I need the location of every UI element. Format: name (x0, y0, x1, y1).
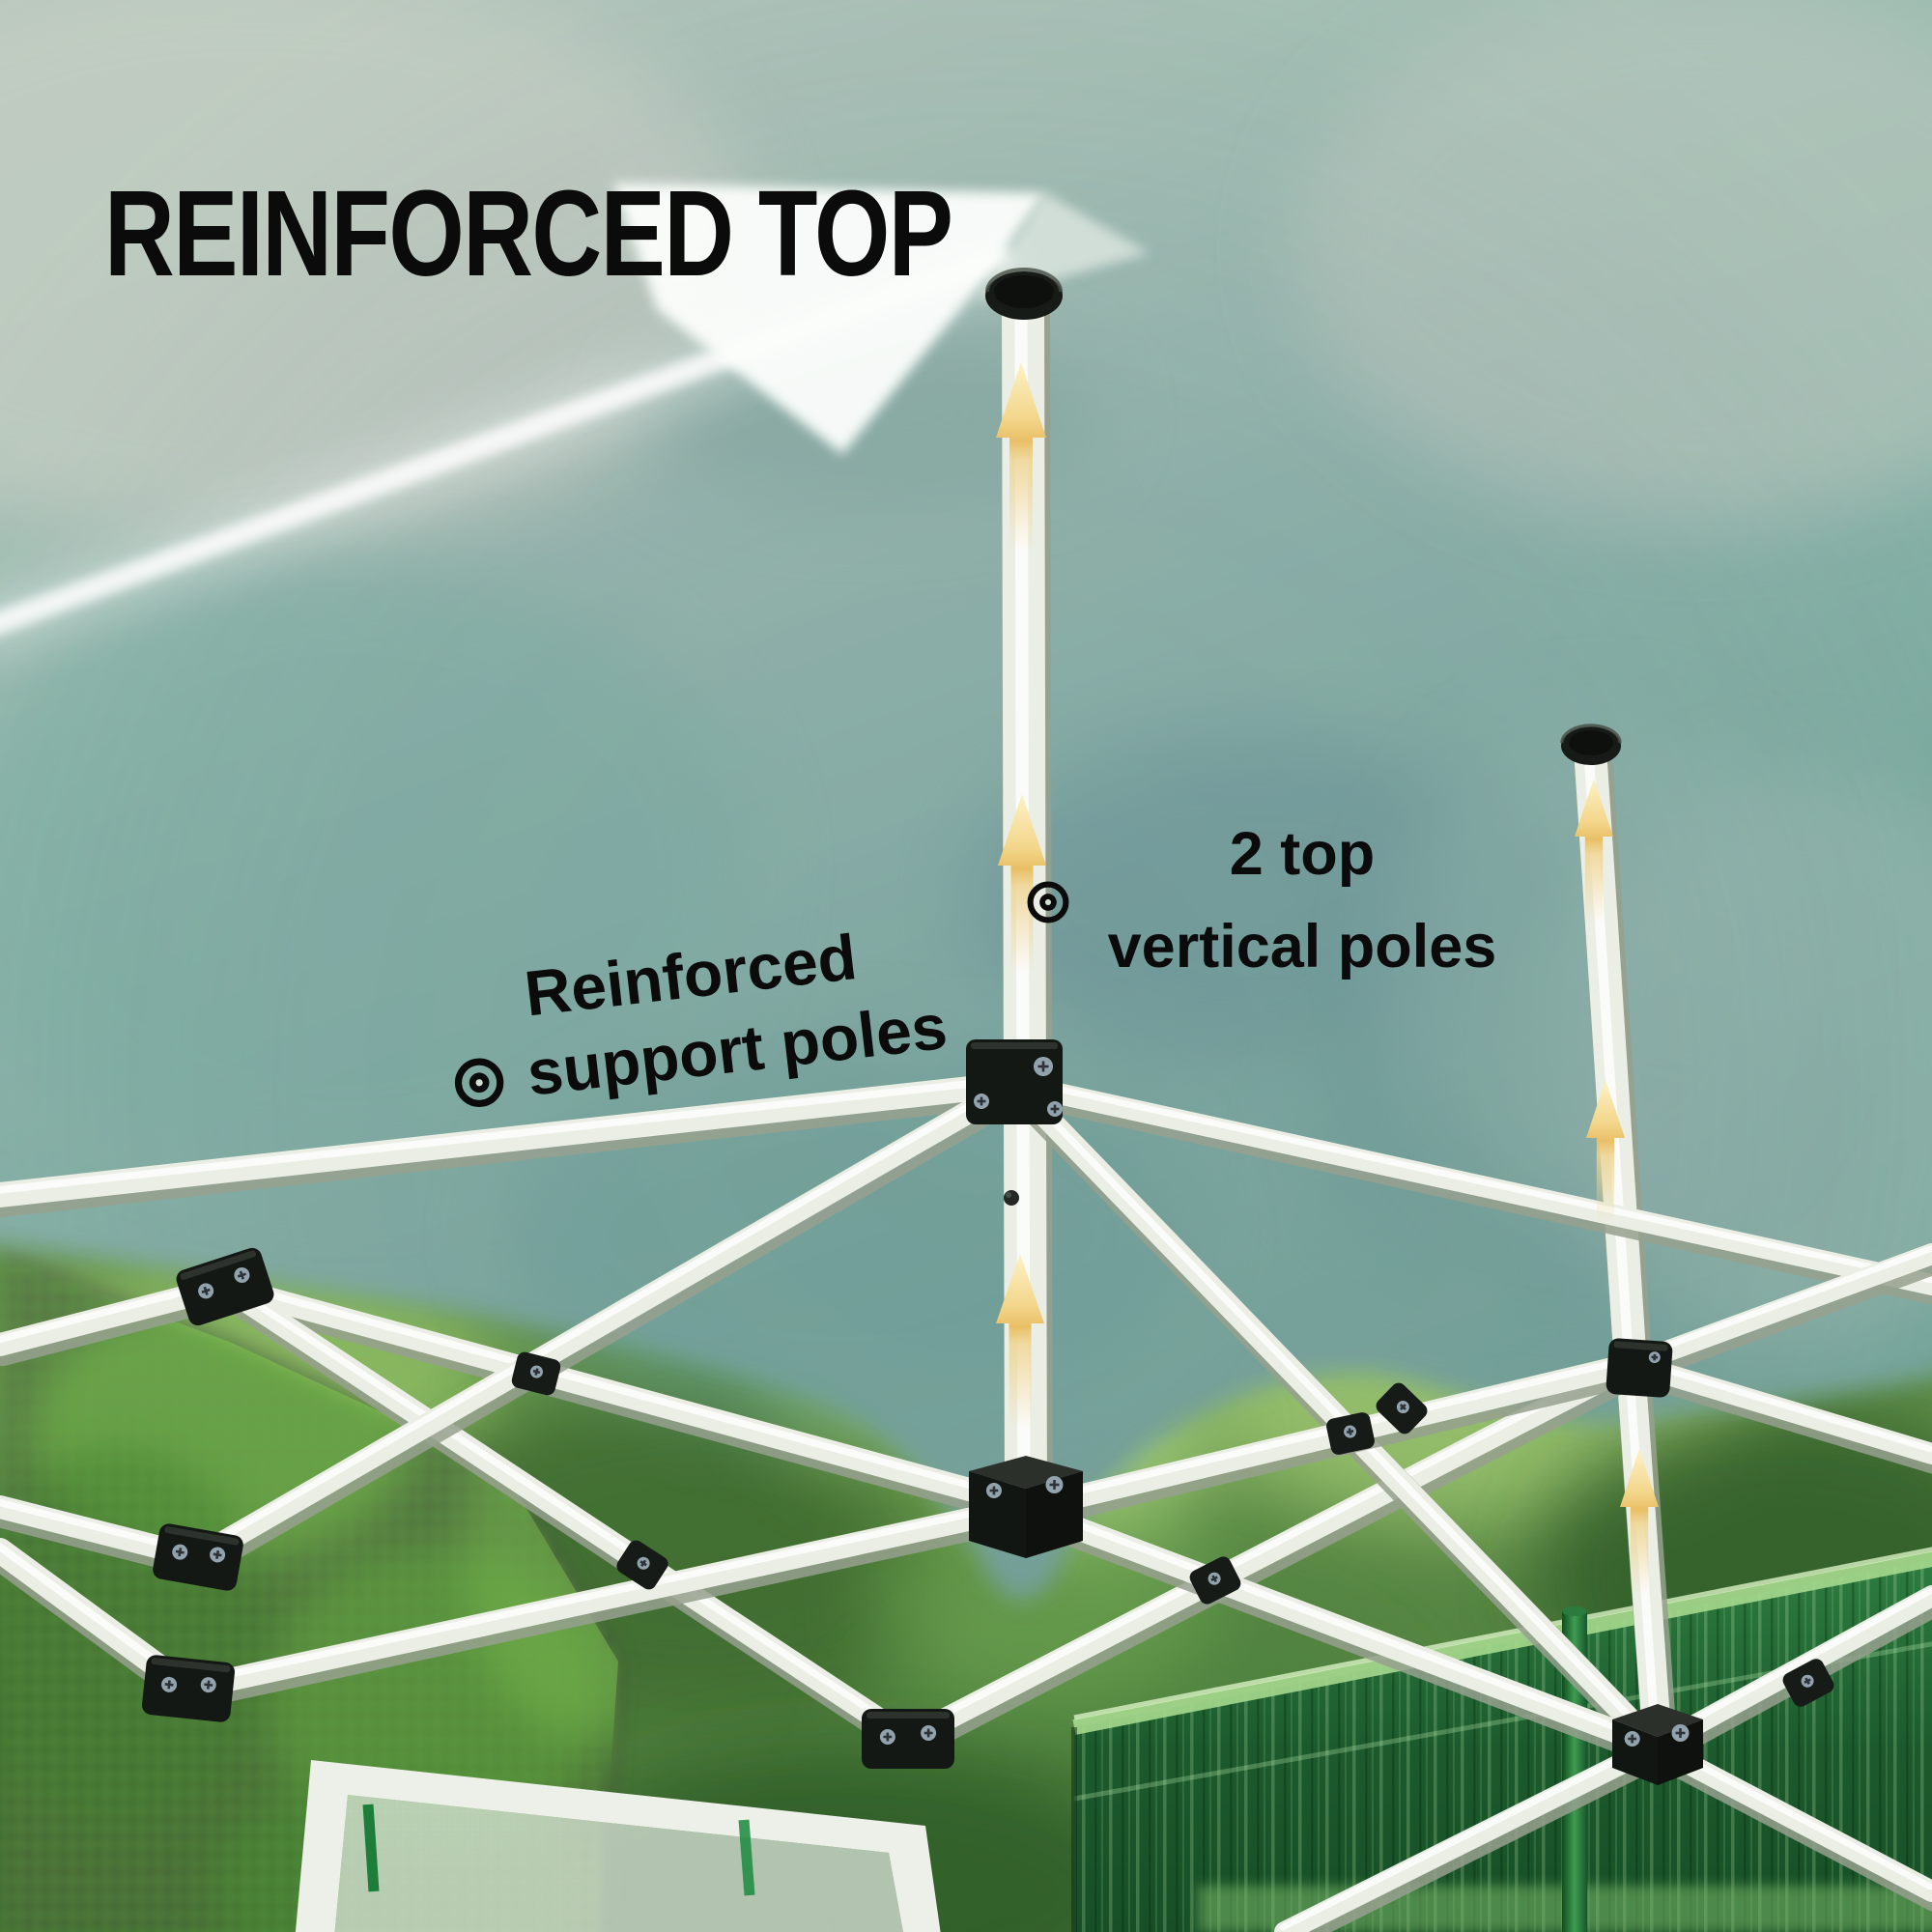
canopy-peak-highlight (613, 184, 1045, 454)
page-title: REINFORCED TOP (104, 165, 953, 301)
frame-hub (969, 1456, 1083, 1558)
frame-connector (176, 1247, 274, 1326)
frame-clamp (1376, 1382, 1428, 1435)
pole-caps (985, 268, 1622, 765)
frame-connector (153, 1523, 243, 1591)
up-arrow-icon (998, 794, 1046, 973)
frame-clamp (1189, 1556, 1241, 1605)
frame-hub (1612, 1704, 1703, 1785)
annotation-support-poles: Reinforced support poles (379, 900, 1011, 1135)
bullseye-icon (449, 1044, 510, 1129)
window-frame (295, 1760, 941, 1932)
bullseye-icon (1026, 858, 1070, 951)
up-arrow-icon (996, 362, 1046, 551)
green-fence (1071, 1547, 1932, 1932)
frame-connector (862, 1709, 954, 1769)
frame-connector (966, 1039, 1063, 1124)
annotation-line: vertical poles (1107, 913, 1497, 980)
frame-connector (142, 1655, 235, 1722)
frame-joints (142, 1039, 1834, 1785)
annotation-top-vertical-poles: 2 top vertical poles (1012, 808, 1592, 993)
window-strap (738, 1819, 755, 1896)
frame-connector (1605, 1338, 1673, 1398)
frame-clamp (511, 1351, 561, 1396)
canopy-fabric (0, 0, 1932, 1600)
up-arrow-icon (1586, 1080, 1625, 1225)
up-arrow-icon (1620, 1449, 1659, 1594)
up-arrow-icon (996, 1254, 1044, 1428)
up-arrow-icon (1575, 779, 1613, 923)
up-arrow-icons (996, 362, 1659, 1594)
window-strap (362, 1804, 380, 1892)
frame-clamp (616, 1540, 668, 1590)
frame-clamp (1326, 1412, 1375, 1455)
window-panel (295, 1760, 941, 1932)
frame-clamp (1782, 1659, 1834, 1707)
annotation-line: 2 top (1229, 820, 1376, 888)
